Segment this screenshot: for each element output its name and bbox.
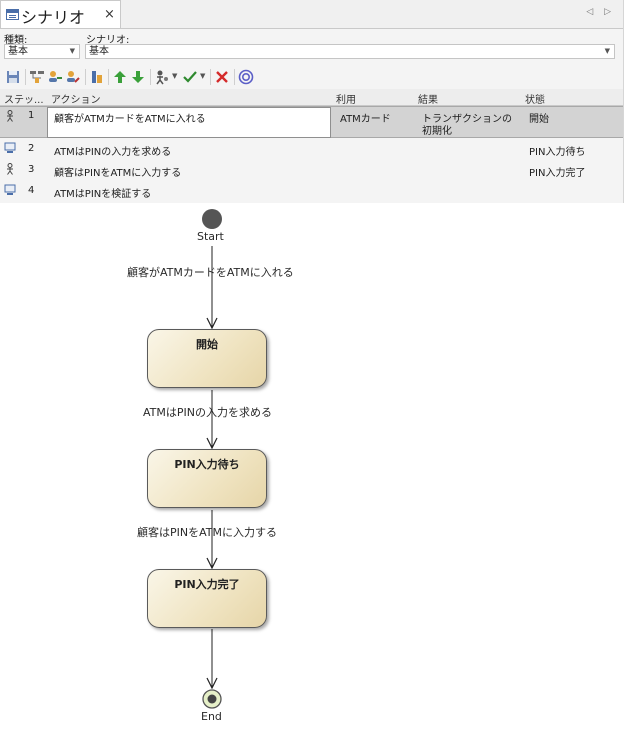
- action-edit-field[interactable]: 顧客がATMカードをATMに入れる: [47, 107, 331, 138]
- state-text: PIN入力完了: [529, 168, 586, 179]
- start-label: Start: [197, 230, 224, 243]
- actor-edit-icon[interactable]: [65, 69, 81, 85]
- chevron-down-icon: ▼: [604, 47, 610, 55]
- transition-label[interactable]: ATMはPINの入力を求める: [143, 406, 272, 419]
- structure-icon[interactable]: [29, 69, 45, 85]
- kind-label: 種類:: [4, 35, 28, 46]
- toolbar-separator: [210, 69, 211, 85]
- close-icon[interactable]: ×: [104, 7, 115, 22]
- scenario-select-value: 基本: [89, 46, 109, 57]
- computer-icon: [4, 184, 16, 196]
- state-diagram: Start 顧客がATMカードをATMに入れる 開始 ATMはPINの入力を求め…: [0, 203, 629, 736]
- header-step[interactable]: ステッ...: [4, 95, 44, 106]
- computer-icon: [4, 142, 16, 154]
- actor-icon: [4, 163, 16, 175]
- chevron-down-icon: ▼: [69, 47, 75, 55]
- actor-add-icon[interactable]: [47, 69, 63, 85]
- tab-nav-arrows-icon[interactable]: ◁ ▷: [586, 7, 615, 17]
- action-text: 顧客がATMカードをATMに入れる: [54, 114, 206, 125]
- chevron-down-icon[interactable]: ▼: [200, 72, 206, 80]
- header-uses[interactable]: 利用: [336, 95, 356, 106]
- state-name: PIN入力完了: [174, 578, 240, 591]
- state-node[interactable]: PIN入力完了: [147, 569, 267, 628]
- tab-scenario[interactable]: シナリオ ×: [0, 0, 121, 28]
- kind-select-value: 基本: [8, 46, 28, 57]
- start-node[interactable]: [202, 209, 222, 229]
- move-up-icon[interactable]: [112, 69, 128, 85]
- header-state[interactable]: 状態: [525, 95, 545, 106]
- scenario-window-icon: [6, 9, 19, 20]
- action-text: ATMはPINを検証する: [54, 189, 152, 200]
- step-number: 2: [28, 143, 35, 154]
- transition-label[interactable]: 顧客はPINをATMに入力する: [137, 526, 277, 539]
- step-number: 1: [28, 110, 35, 121]
- table-row[interactable]: 4 ATMはPINを検証する: [0, 182, 623, 202]
- table-header: ステッ... アクション 利用 結果 状態: [0, 89, 623, 106]
- action-text: 顧客はPINをATMに入力する: [54, 168, 182, 179]
- scenario-panel: シナリオ × ◁ ▷ 種類: 基本 ▼ シナリオ: 基本 ▼: [0, 0, 624, 203]
- scenario-label: シナリオ:: [86, 35, 130, 46]
- table-row[interactable]: 1 顧客がATMカードをATMに入れる ATMカード トランザクションの 初期化…: [0, 106, 623, 138]
- step-number: 3: [28, 164, 35, 175]
- uses-text: ATMカード: [340, 114, 391, 125]
- action-text: ATMはPINの入力を求める: [54, 147, 172, 158]
- tab-bar: シナリオ × ◁ ▷: [0, 0, 623, 29]
- state-node[interactable]: PIN入力待ち: [147, 449, 267, 508]
- move-down-icon[interactable]: [130, 69, 146, 85]
- help-icon[interactable]: [238, 69, 254, 85]
- result-text-line2: 初期化: [422, 126, 452, 137]
- actor-menu-icon[interactable]: [154, 69, 170, 85]
- kind-select[interactable]: 基本 ▼: [4, 44, 80, 59]
- toolbar-separator: [25, 69, 26, 85]
- scenario-select[interactable]: 基本 ▼: [85, 44, 615, 59]
- table-row[interactable]: 3 顧客はPINをATMに入力する PIN入力完了: [0, 161, 623, 181]
- state-text: PIN入力待ち: [529, 147, 586, 158]
- toolbar-separator: [85, 69, 86, 85]
- toolbar-separator: [108, 69, 109, 85]
- end-label: End: [201, 710, 222, 723]
- actor-icon: [4, 110, 16, 122]
- result-text-line1: トランザクションの: [422, 114, 512, 125]
- toolbar-separator: [234, 69, 235, 85]
- header-result[interactable]: 結果: [418, 95, 438, 106]
- save-icon[interactable]: [5, 69, 21, 85]
- state-text: 開始: [529, 114, 549, 125]
- toolbar: ▼ ▼: [0, 65, 623, 89]
- generate-icon[interactable]: [89, 69, 105, 85]
- state-name: PIN入力待ち: [174, 458, 240, 471]
- table-row[interactable]: 2 ATMはPINの入力を求める PIN入力待ち: [0, 140, 623, 160]
- check-icon[interactable]: [182, 69, 198, 85]
- delete-icon[interactable]: [214, 69, 230, 85]
- step-number: 4: [28, 185, 35, 196]
- tab-title: シナリオ: [21, 8, 86, 27]
- toolbar-separator: [150, 69, 151, 85]
- state-name: 開始: [196, 338, 218, 351]
- chevron-down-icon[interactable]: ▼: [172, 72, 178, 80]
- header-action[interactable]: アクション: [51, 95, 101, 106]
- transition-label[interactable]: 顧客がATMカードをATMに入れる: [127, 266, 294, 279]
- diagram-connectors: [202, 209, 222, 709]
- end-node-core: [207, 694, 217, 704]
- state-node[interactable]: 開始: [147, 329, 267, 388]
